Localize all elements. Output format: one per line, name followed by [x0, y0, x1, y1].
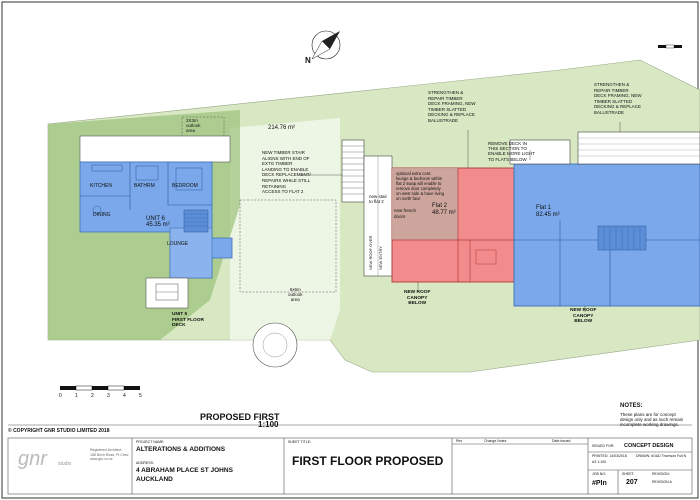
flat1-area: 82.45 m²: [536, 212, 560, 218]
plan-title: PROPOSED FIRST: [200, 412, 280, 422]
flat2-area: 48.77 m²: [432, 210, 456, 216]
remove-deck-note: REMOVE DECK IN THIS SECTION TO ENABLE MO…: [488, 141, 536, 162]
outlook-6x6-label: 6x6m outlook area: [288, 287, 303, 302]
scale-tick: 0: [59, 393, 62, 399]
project-name-label: PROJECT NAME:: [136, 440, 165, 444]
unit5-deck-label: UNIT 5 FIRST FLOOR DECK: [172, 312, 204, 329]
lounge-floor: [169, 227, 213, 279]
lot-area: 214.76 m²: [268, 125, 296, 131]
new-french-doors-label: new french doors: [394, 208, 417, 219]
company-details: Registered Architect 188 Birch Road, Pt …: [90, 448, 129, 461]
drawn-by: DRAWN: #OAD Thomson Full N: [636, 454, 687, 458]
revision-label: REVISION:: [652, 472, 670, 476]
strengthen-deck-note-1: STRENGTHEN & REPAIR TIMBER DECK FRAMING,…: [428, 90, 476, 123]
outlook-6x6-outline: [239, 199, 337, 293]
project-name: ALTERATIONS & ADDITIONS: [136, 446, 226, 453]
copyright: © COPYRIGHT GNR STUDIO LIMITED 2018: [8, 428, 110, 434]
canopy-note-2: NEW ROOF CANOPY BELOW: [570, 308, 597, 325]
revision-value: REVISION A: [652, 480, 672, 484]
sheet-label: SHEET:: [622, 472, 635, 476]
gnr-logo-sub: studio: [58, 461, 72, 467]
room-label-lounge: LOUNGE: [167, 241, 189, 247]
unit6-corridor: [79, 135, 231, 163]
sheet-title-label: SHEET TITLE:: [288, 440, 312, 444]
new-entry-label: NEW ENTRY: [378, 246, 383, 270]
scale-tick: 2: [91, 393, 94, 399]
room-label-kitchen: KITCHEN: [90, 183, 112, 189]
gnr-logo: gnr: [18, 448, 47, 470]
new-roof-over-label: NEW ROOF OVER: [368, 235, 373, 270]
scale-tick: 5: [139, 393, 142, 399]
deck-removed-section: [509, 139, 571, 165]
outlook-3x3-outline: [181, 116, 225, 142]
site-paving: [230, 118, 340, 340]
unit6-area: 45.35 m²: [146, 222, 170, 228]
change-notes-label: Change Notes: [484, 439, 507, 443]
canopy-note-1: NEW ROOF CANOPY BELOW: [404, 290, 431, 307]
north-arrow-icon: [311, 30, 341, 60]
job-no: #PIn: [592, 480, 607, 487]
title-block-frame: [7, 437, 693, 495]
north-label: N: [305, 56, 311, 65]
tree-icon: [252, 322, 298, 368]
scale-tick: 4: [123, 393, 126, 399]
unit6-stair: [183, 209, 209, 233]
sheet-number: 207: [626, 479, 638, 486]
sheet-title: FIRST FLOOR PROPOSED: [292, 454, 444, 468]
scale-tick: 3: [107, 393, 110, 399]
date-issued-label: Date issued: [552, 439, 571, 443]
printed-date: PRINTED: 14/03/2018: [592, 454, 627, 458]
mini-scale-bar: [658, 44, 682, 49]
timber-deck-right: [577, 131, 700, 165]
flat2-name: Flat 2: [432, 203, 448, 209]
timber-stair-note: NEW TIMBER STAIR ALIGNS WITH END OF EXTG…: [262, 150, 311, 195]
timber-stair: [341, 139, 365, 203]
scale-bar: [60, 385, 140, 391]
room-label-bathrm: BATHRM: [134, 183, 155, 189]
optional-extra-note: optional extra cost: lounge & bedroom wi…: [396, 171, 445, 201]
notes-heading: NOTES:: [620, 403, 643, 409]
address-line-2: AUCKLAND: [136, 476, 173, 483]
job-no-label: JOB NO:: [592, 472, 607, 476]
strengthen-deck-note-2: STRENGTHEN & REPAIR TIMBER DECK FRAMING,…: [594, 82, 642, 115]
room-label-dining: DINING: [93, 212, 111, 218]
outlook-3x3-label: 3X3m outlook area: [186, 118, 201, 133]
scale-value: A3 1:100: [592, 460, 607, 464]
flat2-optional-zone: [392, 168, 458, 240]
flat1-name: Flat 1: [536, 205, 552, 211]
address-line-1: 4 ABRAHAM PLACE ST JOHNS: [136, 467, 233, 474]
scale-tick: 1: [75, 393, 78, 399]
notes-text: These plans are for concept design only …: [620, 412, 684, 428]
room-label-bedroom: BEDROOM: [172, 183, 198, 189]
issued-for: CONCEPT DESIGN: [624, 443, 674, 449]
unit5-deck: [145, 277, 189, 309]
rev-label: Rev: [456, 439, 463, 443]
new-stair-note: new stair to flat 2: [369, 194, 388, 204]
issued-for-label: ISSUED FOR:: [592, 444, 615, 448]
unit6-name: UNIT 6: [146, 216, 165, 222]
plan-scale: 1:100: [258, 420, 279, 429]
address-label: ADDRESS:: [136, 461, 154, 465]
